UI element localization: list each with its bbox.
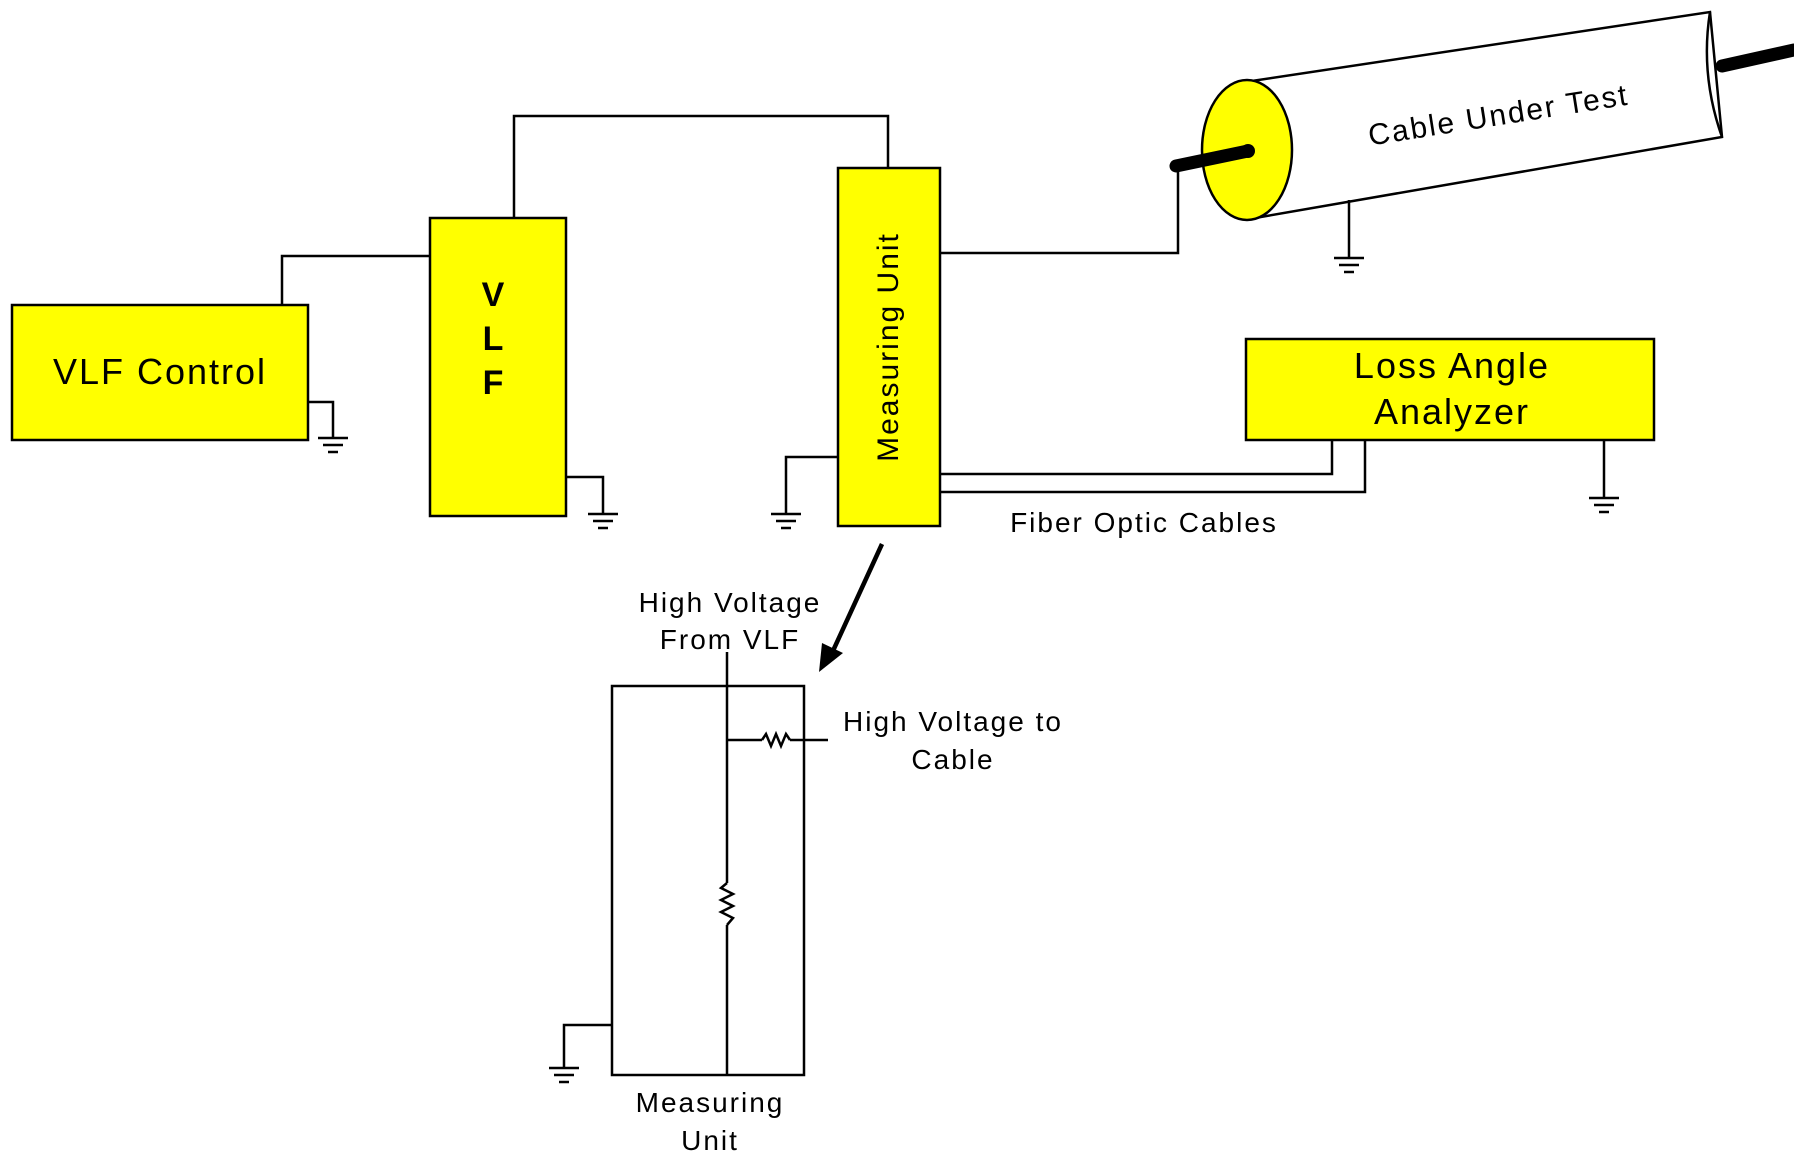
resistor-icon xyxy=(760,730,792,750)
vlf-letter-f: F xyxy=(483,364,504,402)
cable-conductor-far xyxy=(1715,43,1794,73)
loss-angle-analyzer-label-line1: Loss Angle xyxy=(1354,345,1550,386)
measuring-unit-detail: High Voltage From VLF High Voltage to Ca… xyxy=(549,587,1063,1155)
detail-box xyxy=(610,684,806,1077)
vlf-letter-l: L xyxy=(483,320,504,358)
wires xyxy=(280,114,1367,494)
wire-measuring-unit-to-cable xyxy=(940,162,1180,255)
cable-under-test: Cable Under Test xyxy=(1169,10,1794,222)
cable-conductor-near xyxy=(1169,144,1255,173)
wire-control-to-vlf xyxy=(280,254,430,305)
ground-icon xyxy=(771,455,838,530)
hv-from-vlf-label-line2: From VLF xyxy=(660,624,800,655)
ground-icon xyxy=(1334,200,1364,274)
hv-from-vlf-label-line1: High Voltage xyxy=(639,587,822,618)
vlf-control-label: VLF Control xyxy=(53,351,267,392)
vlf-box xyxy=(428,216,568,518)
detail-unit-label-line2: Unit xyxy=(681,1125,739,1155)
fiber-optic-cables-label: Fiber Optic Cables xyxy=(1010,507,1278,538)
fiber-optic-cable-1 xyxy=(940,440,1334,476)
wire-vlf-to-measuring-unit xyxy=(512,114,890,218)
hv-to-cable-label-line1: High Voltage to xyxy=(843,706,1063,737)
ground-icon xyxy=(549,1023,612,1084)
cable-core xyxy=(1241,144,1255,158)
measuring-unit-box xyxy=(836,166,942,528)
detail-unit-label-line1: Measuring xyxy=(636,1087,785,1118)
ground-icon xyxy=(566,475,618,530)
cable-far-end xyxy=(1705,11,1724,138)
measuring-unit-label: Measuring Unit xyxy=(872,232,905,462)
ground-icon xyxy=(308,400,348,454)
loss-angle-analyzer-label-line2: Analyzer xyxy=(1374,391,1530,432)
fiber-optic-cable-2 xyxy=(940,440,1367,494)
resistor-icon xyxy=(718,882,736,926)
loss-angle-analyzer-box xyxy=(1244,337,1656,442)
vlf-letter-v: V xyxy=(482,276,505,314)
ground-icon xyxy=(1589,440,1619,514)
hv-to-cable-label-line2: Cable xyxy=(911,744,994,775)
vlf-control-box xyxy=(10,303,310,442)
arrow-icon xyxy=(819,543,885,672)
